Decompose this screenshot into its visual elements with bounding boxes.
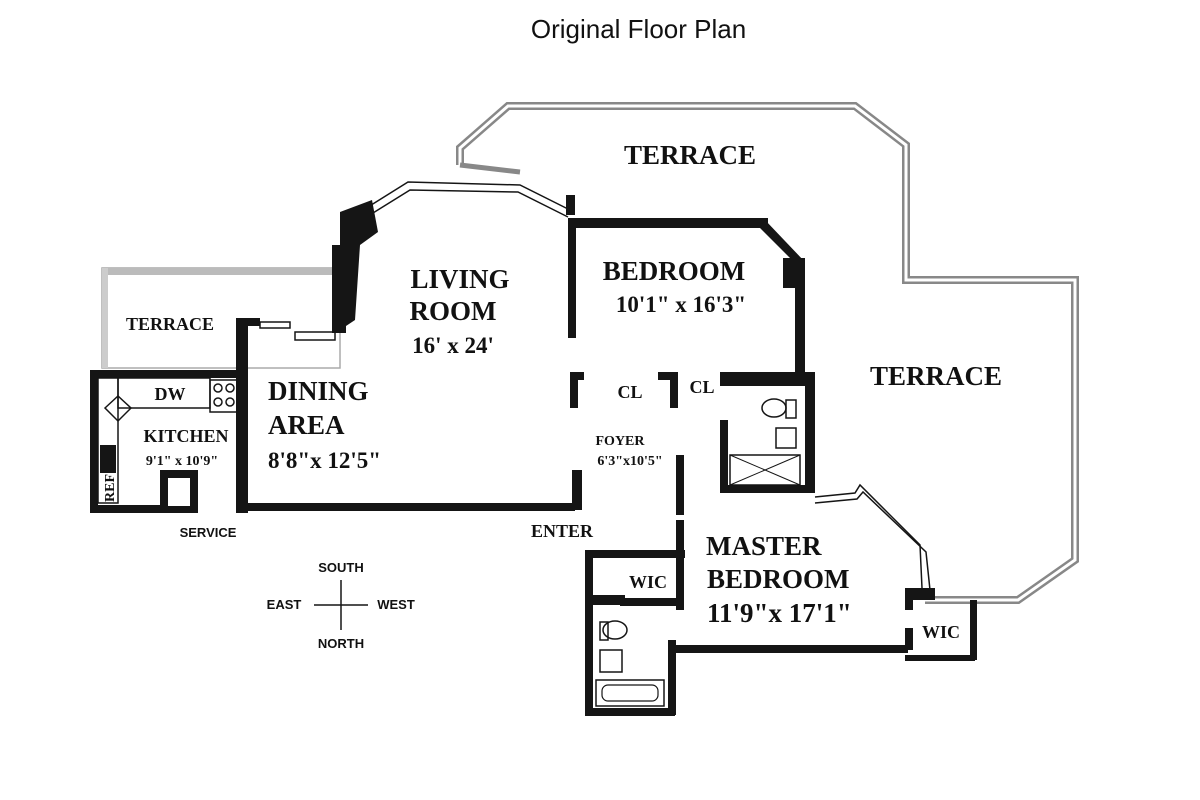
living-room-bay-window — [340, 181, 575, 330]
dishwasher-label: DW — [155, 384, 186, 404]
wic-right-label: WIC — [922, 622, 960, 642]
service-entrance-label: SERVICE — [180, 525, 237, 540]
closet-label-2: CL — [689, 377, 714, 397]
walls — [90, 218, 977, 716]
master-bedroom-label: MASTER — [706, 531, 822, 561]
foyer-label: FOYER — [596, 434, 646, 449]
dining-area-label-2: AREA — [268, 410, 345, 440]
bedroom-dims: 10'1" x 16'3" — [616, 292, 746, 317]
living-room-label: LIVING — [410, 264, 509, 294]
master-bedroom-label-2: BEDROOM — [707, 564, 850, 594]
page-title: Original Floor Plan — [530, 14, 747, 44]
living-room-dims: 16' x 24' — [412, 333, 494, 358]
dining-area-label: DINING — [268, 376, 369, 406]
master-bedroom-dims: 11'9"x 17'1" — [707, 598, 852, 628]
closet-label: CL — [617, 382, 642, 402]
compass-north-label: NORTH — [318, 636, 364, 651]
refrigerator-label: REF — [103, 474, 118, 502]
terrace-left-label: TERRACE — [126, 314, 214, 334]
main-entrance-label: ENTER — [531, 521, 594, 541]
terrace-right-label: TERRACE — [870, 361, 1002, 391]
compass: SOUTH NORTH EAST WEST — [267, 560, 415, 651]
compass-west-label: WEST — [377, 597, 415, 612]
terrace-outline — [456, 102, 1079, 604]
room-labels: TERRACE TERRACE TERRACE LIVING ROOM 16' … — [103, 140, 1002, 642]
wic-left-label: WIC — [629, 572, 667, 592]
kitchen-label: KITCHEN — [143, 426, 228, 446]
entry-labels: SERVICE ENTER — [180, 521, 594, 541]
compass-south-label: SOUTH — [318, 560, 364, 575]
dining-area-dims: 8'8"x 12'5" — [268, 448, 381, 473]
fixtures — [97, 377, 801, 707]
kitchen-dims: 9'1" x 10'9" — [146, 454, 218, 469]
terrace-top-label: TERRACE — [624, 140, 756, 170]
foyer-dims: 6'3"x10'5" — [597, 454, 662, 469]
compass-east-label: EAST — [267, 597, 302, 612]
living-room-label-2: ROOM — [410, 296, 497, 326]
bedroom-label: BEDROOM — [603, 256, 746, 286]
